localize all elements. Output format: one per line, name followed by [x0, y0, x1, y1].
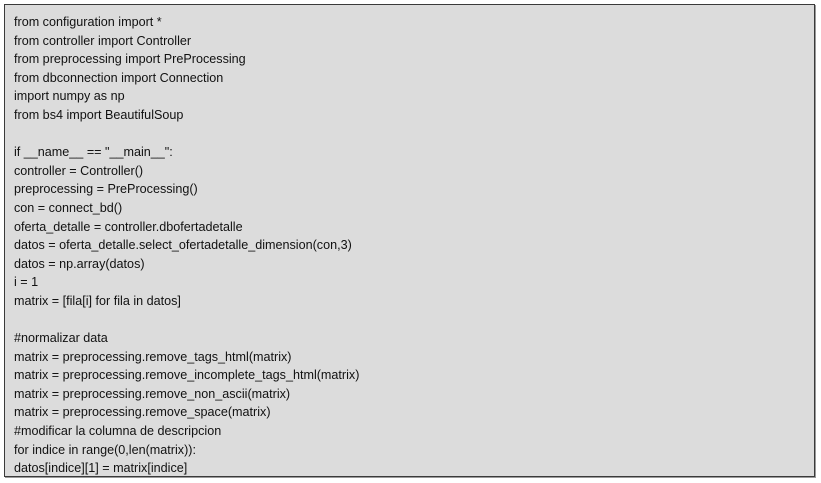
code-line-10: preprocessing = PreProcessing() — [14, 182, 198, 197]
code-line-6: from bs4 import BeautifulSoup — [14, 107, 184, 122]
code-line-15: i = 1 — [14, 275, 39, 290]
code-line-23: #modificar la columna de descripcion — [14, 424, 222, 439]
code-line-5: import numpy as np — [14, 89, 125, 104]
code-line-16: matrix = [fila[i] for fila in datos] — [14, 293, 181, 308]
code-line-13: datos = oferta_detalle.select_ofertadeta… — [14, 238, 352, 253]
code-line-25: datos[indice][1] = matrix[indice] — [14, 461, 188, 476]
code-line-8: if __name__ == "__main__": — [14, 145, 173, 160]
code-line-20: matrix = preprocessing.remove_incomplete… — [14, 368, 360, 383]
code-line-22: matrix = preprocessing.remove_space(matr… — [14, 405, 271, 420]
code-line-11: con = connect_bd() — [14, 200, 123, 215]
code-line-17 — [14, 311, 359, 330]
code-line-3: from preprocessing import PreProcessing — [14, 52, 246, 67]
code-line-12: oferta_detalle = controller.dbofertadeta… — [14, 219, 243, 234]
code-panel: from configuration import * from control… — [4, 4, 815, 477]
code-line-18: #normalizar data — [14, 331, 108, 346]
code-line-24: for indice in range(0,len(matrix)): — [14, 442, 196, 457]
code-block: from configuration import * from control… — [14, 13, 359, 478]
code-line-9: controller = Controller() — [14, 163, 144, 178]
code-line-21: matrix = preprocessing.remove_non_ascii(… — [14, 386, 291, 401]
code-line-14: datos = np.array(datos) — [14, 256, 145, 271]
code-line-4: from dbconnection import Connection — [14, 70, 224, 85]
code-line-2: from controller import Controller — [14, 33, 192, 48]
code-line-19: matrix = preprocessing.remove_tags_html(… — [14, 349, 292, 364]
code-line-7 — [14, 125, 359, 144]
code-line-1: from configuration import * — [14, 15, 162, 29]
